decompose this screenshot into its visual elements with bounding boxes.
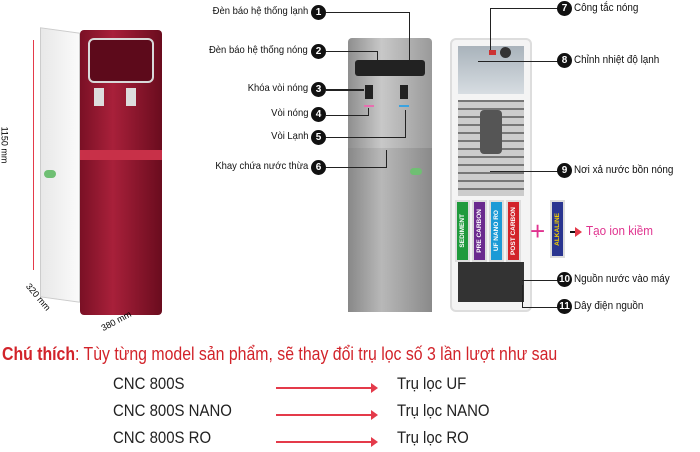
callout-number-5: 5 [311, 130, 326, 145]
callout-number-1: 1 [311, 5, 326, 20]
callout-label-2: Đèn báo hệ thống nóng [209, 44, 308, 56]
callout-number-8: 8 [557, 53, 572, 68]
callout-number-10: 10 [557, 272, 572, 287]
note-text: : Tùy từng model sản phẩm, sẽ thay đổi t… [75, 344, 558, 364]
callout-number-4: 4 [311, 107, 326, 122]
filter-label: ALKALINE [554, 212, 561, 246]
callout-label-8: Chỉnh nhiệt độ lạnh [574, 54, 660, 66]
arrow-icon [276, 410, 378, 420]
model-filter: Trụ lọc RO [397, 428, 469, 447]
callout-label-11: Dây điện nguồn [574, 300, 644, 312]
callout-label-5: Vòi Lạnh [270, 130, 308, 142]
arrow-icon [570, 227, 582, 237]
filter-alkaline: ALKALINE [550, 200, 565, 258]
filter-label: PRE CARBON [476, 209, 483, 253]
filter-post-carbon: POST CARBON [506, 200, 521, 262]
arrow-icon [276, 383, 378, 393]
plus-sign: + [530, 216, 546, 246]
callout-label-6: Khay chứa nước thừa [215, 160, 308, 172]
filter-label: SEDIMENT [459, 214, 466, 248]
model-filter: Trụ lọc NANO [397, 401, 490, 420]
alkaline-result: Tạo ion kiềm [586, 223, 653, 238]
callout-number-6: 6 [311, 160, 326, 175]
callout-label-1: Đèn báo hệ thống lạnh [212, 5, 308, 17]
callout-number-11: 11 [557, 299, 572, 314]
callout-label-4: Vòi nóng [270, 107, 308, 119]
note-title: Chú thích [2, 344, 76, 364]
filter-label: POST CARBON [510, 206, 517, 256]
model-name: CNC 800S RO [113, 428, 212, 447]
callout-number-9: 9 [557, 163, 572, 178]
callout-label-10: Nguồn nước vào máy [574, 273, 670, 285]
model-filter: Trụ lọc UF [397, 374, 467, 393]
callout-label-9: Nơi xả nước bồn nóng [574, 164, 674, 176]
arrow-icon [276, 437, 378, 447]
callout-number-3: 3 [311, 82, 326, 97]
filter-pre-carbon: PRE CARBON [472, 200, 487, 262]
callout-number-2: 2 [311, 44, 326, 59]
callout-label-3: Khóa vòi nóng [247, 82, 308, 94]
callout-label-7: Công tắc nóng [574, 2, 639, 14]
dimension-height: 1150 mm [0, 126, 10, 164]
filter-label: UF NANO RO [493, 210, 500, 252]
filter-sediment: SEDIMENT [455, 200, 470, 262]
note-line: Chú thích: Tùy từng model sản phẩm, sẽ t… [2, 344, 557, 365]
filter-uf-nano-ro: UF NANO RO [489, 200, 504, 262]
callout-number-7: 7 [557, 1, 572, 16]
model-name: CNC 800S [113, 374, 185, 393]
model-name: CNC 800S NANO [113, 401, 232, 420]
